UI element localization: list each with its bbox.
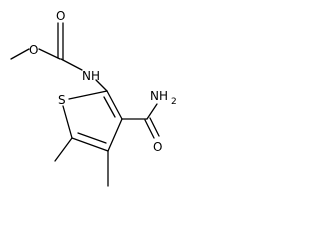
bond-c5-methyl [54, 137, 73, 162]
bond-c5-c4-inner [77, 132, 107, 144]
bond-oxygen-carbonyl [38, 48, 61, 60]
bond-methyl-oxygen [10, 48, 30, 60]
bond-c3-c2-inner [103, 96, 116, 118]
bond-c2-s [68, 90, 108, 100]
bond-c4-c3 [107, 118, 123, 152]
atom-oxygen-amide: O [153, 140, 162, 154]
bond-c3-c2 [106, 90, 123, 120]
atom-nh2-subscript: 2 [171, 97, 177, 107]
atom-nh: NH [82, 69, 100, 83]
bond-s-c5 [62, 105, 73, 139]
structure-drawing: O O NH S NH 2 O [10, 9, 177, 187]
bond-amide-nh2 [146, 103, 158, 120]
bond-nh-ring [95, 79, 108, 92]
bond-amide-double-b [149, 117, 160, 137]
atom-sulfur: S [58, 93, 66, 107]
atom-oxygen-carbonyl: O [56, 9, 65, 23]
atom-oxygen-ester: O [29, 43, 38, 57]
bond-amide-double-a [144, 119, 155, 139]
bond-c5-c4 [71, 137, 109, 152]
molecule-canvas: O O NH S NH 2 O [10, 9, 177, 187]
atom-nh2: NH [150, 89, 168, 103]
bond-carbonyl-nh [60, 58, 83, 71]
